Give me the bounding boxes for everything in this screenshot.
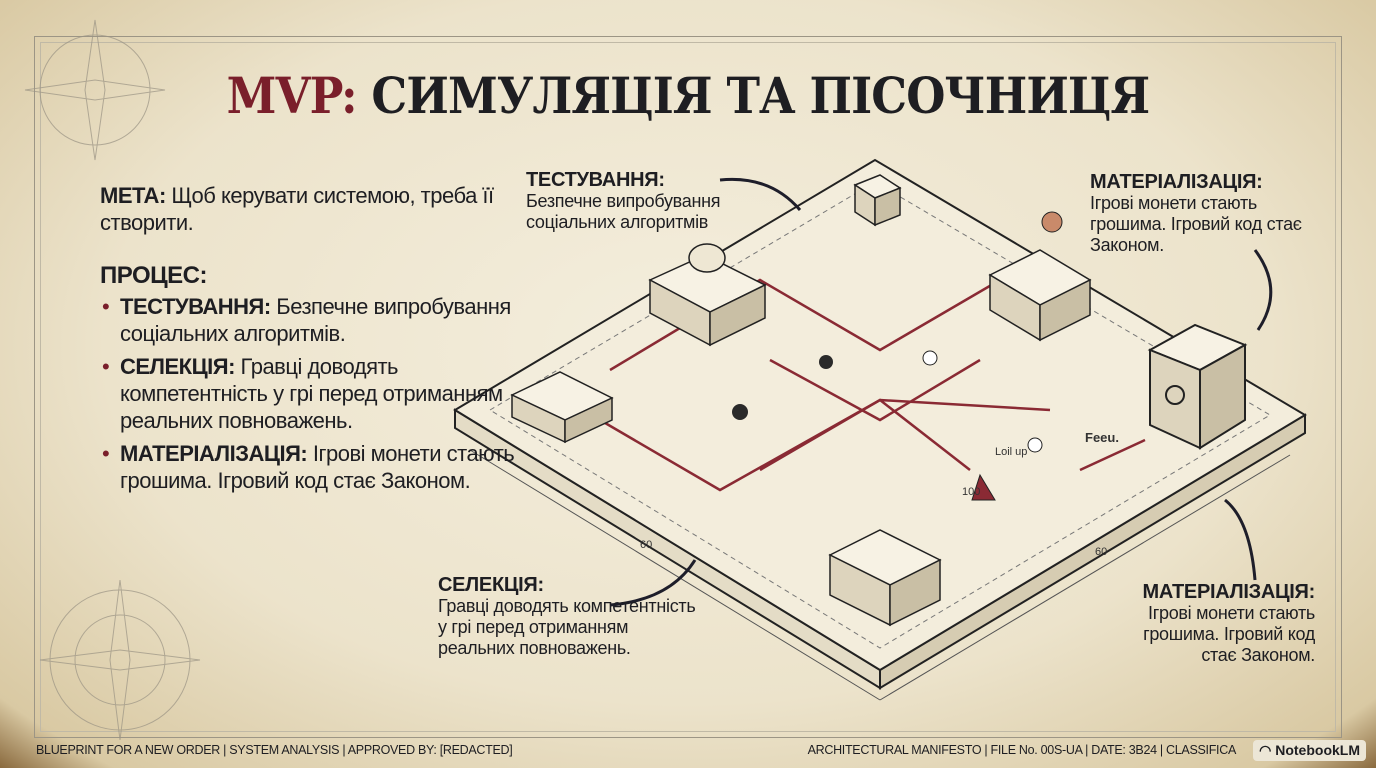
compass-rose-icon (24, 19, 166, 161)
dimension-label: 60 (640, 539, 652, 551)
building-bank (988, 249, 1092, 342)
item-label: СЕЛЕКЦІЯ: (120, 354, 235, 379)
building-office (510, 371, 614, 444)
player-pieces (732, 211, 1063, 501)
item-text: Гравці доводять компетентність у грі пер… (120, 354, 503, 433)
footer-right: ARCHITECTURAL MANIFESTO | FILE No. 00S-U… (807, 743, 1237, 757)
dimension-label: 100 (962, 486, 980, 498)
notebooklm-badge[interactable]: ◠ NotebookLM (1253, 740, 1366, 761)
building-courthouse (828, 529, 942, 627)
feed-label: Feeu. (1085, 430, 1119, 445)
process-list: •ТЕСТУВАННЯ: Безпечне випробування соціа… (100, 293, 520, 494)
callout-text: Безпечне випробування соціальних алгорит… (526, 191, 721, 232)
item-label: ТЕСТУВАННЯ: (120, 294, 271, 319)
callout-arrows (609, 177, 1273, 607)
level-up-label: Loil up (995, 446, 1027, 458)
callout-testing: ТЕСТУВАННЯ:Безпечне випробування соціаль… (526, 170, 766, 233)
compass-rose-icon (39, 579, 201, 741)
callout-text: Ігрові монети стають грошима. Ігровий ко… (1143, 603, 1315, 665)
building-capitol (648, 243, 767, 347)
notebooklm-logo-icon: ◠ (1259, 742, 1276, 758)
footer-left: BLUEPRINT FOR A NEW ORDER | SYSTEM ANALY… (36, 743, 513, 757)
blueprint-inner-frame (40, 42, 1336, 732)
callout-selection: СЕЛЕКЦІЯ:Гравці доводять компетентність … (438, 575, 708, 659)
goal-label: МЕТА: (100, 183, 166, 208)
summary-panel: МЕТА: Щоб керувати системою, треба її ст… (100, 182, 520, 500)
dimension-label: 60 (1095, 546, 1107, 558)
brand-label: NotebookLM (1275, 742, 1360, 758)
safe-icon (1147, 323, 1248, 450)
goal-body: Щоб керувати системою, треба її створити… (100, 183, 494, 235)
title-prefix: MVP: (226, 66, 358, 125)
item-label: МАТЕРІАЛІЗАЦІЯ: (120, 441, 308, 466)
list-item: •МАТЕРІАЛІЗАЦІЯ: Ігрові монети стають гр… (102, 441, 515, 493)
callout-text: Гравці доводять компетентність у грі пер… (438, 596, 696, 658)
callout-text: Ігрові монети стають грошима. Ігровий ко… (1090, 193, 1302, 255)
blueprint-frame (34, 36, 1342, 738)
process-heading: ПРОЦЕС: (100, 262, 207, 289)
callout-label: СЕЛЕКЦІЯ: (438, 574, 544, 596)
callout-materialization-bottom: МАТЕРІАЛІЗАЦІЯ:Ігрові монети стають грош… (1115, 582, 1315, 666)
item-text: Ігрові монети стають грошима. Ігровий ко… (120, 441, 515, 493)
page-title: MVP: СИМУЛЯЦІЯ ТА ПІСОЧНИЦЯ (69, 66, 1307, 125)
tower-testing (853, 174, 902, 227)
item-text: Безпечне випробування соціальних алгорит… (120, 294, 511, 346)
callout-materialization-top: МАТЕРІАЛІЗАЦІЯ:Ігрові монети стають грош… (1090, 172, 1315, 256)
list-item: •СЕЛЕКЦІЯ: Гравці доводять компетентніст… (102, 354, 503, 433)
callout-label: МАТЕРІАЛІЗАЦІЯ: (1090, 171, 1263, 193)
title-main: СИМУЛЯЦІЯ ТА ПІСОЧНИЦЯ (356, 66, 1150, 125)
list-item: •ТЕСТУВАННЯ: Безпечне випробування соціа… (102, 294, 511, 346)
goal-text: МЕТА: Щоб керувати системою, треба її ст… (100, 182, 520, 236)
callout-label: ТЕСТУВАННЯ: (526, 169, 665, 191)
callout-label: МАТЕРІАЛІЗАЦІЯ: (1142, 581, 1315, 603)
